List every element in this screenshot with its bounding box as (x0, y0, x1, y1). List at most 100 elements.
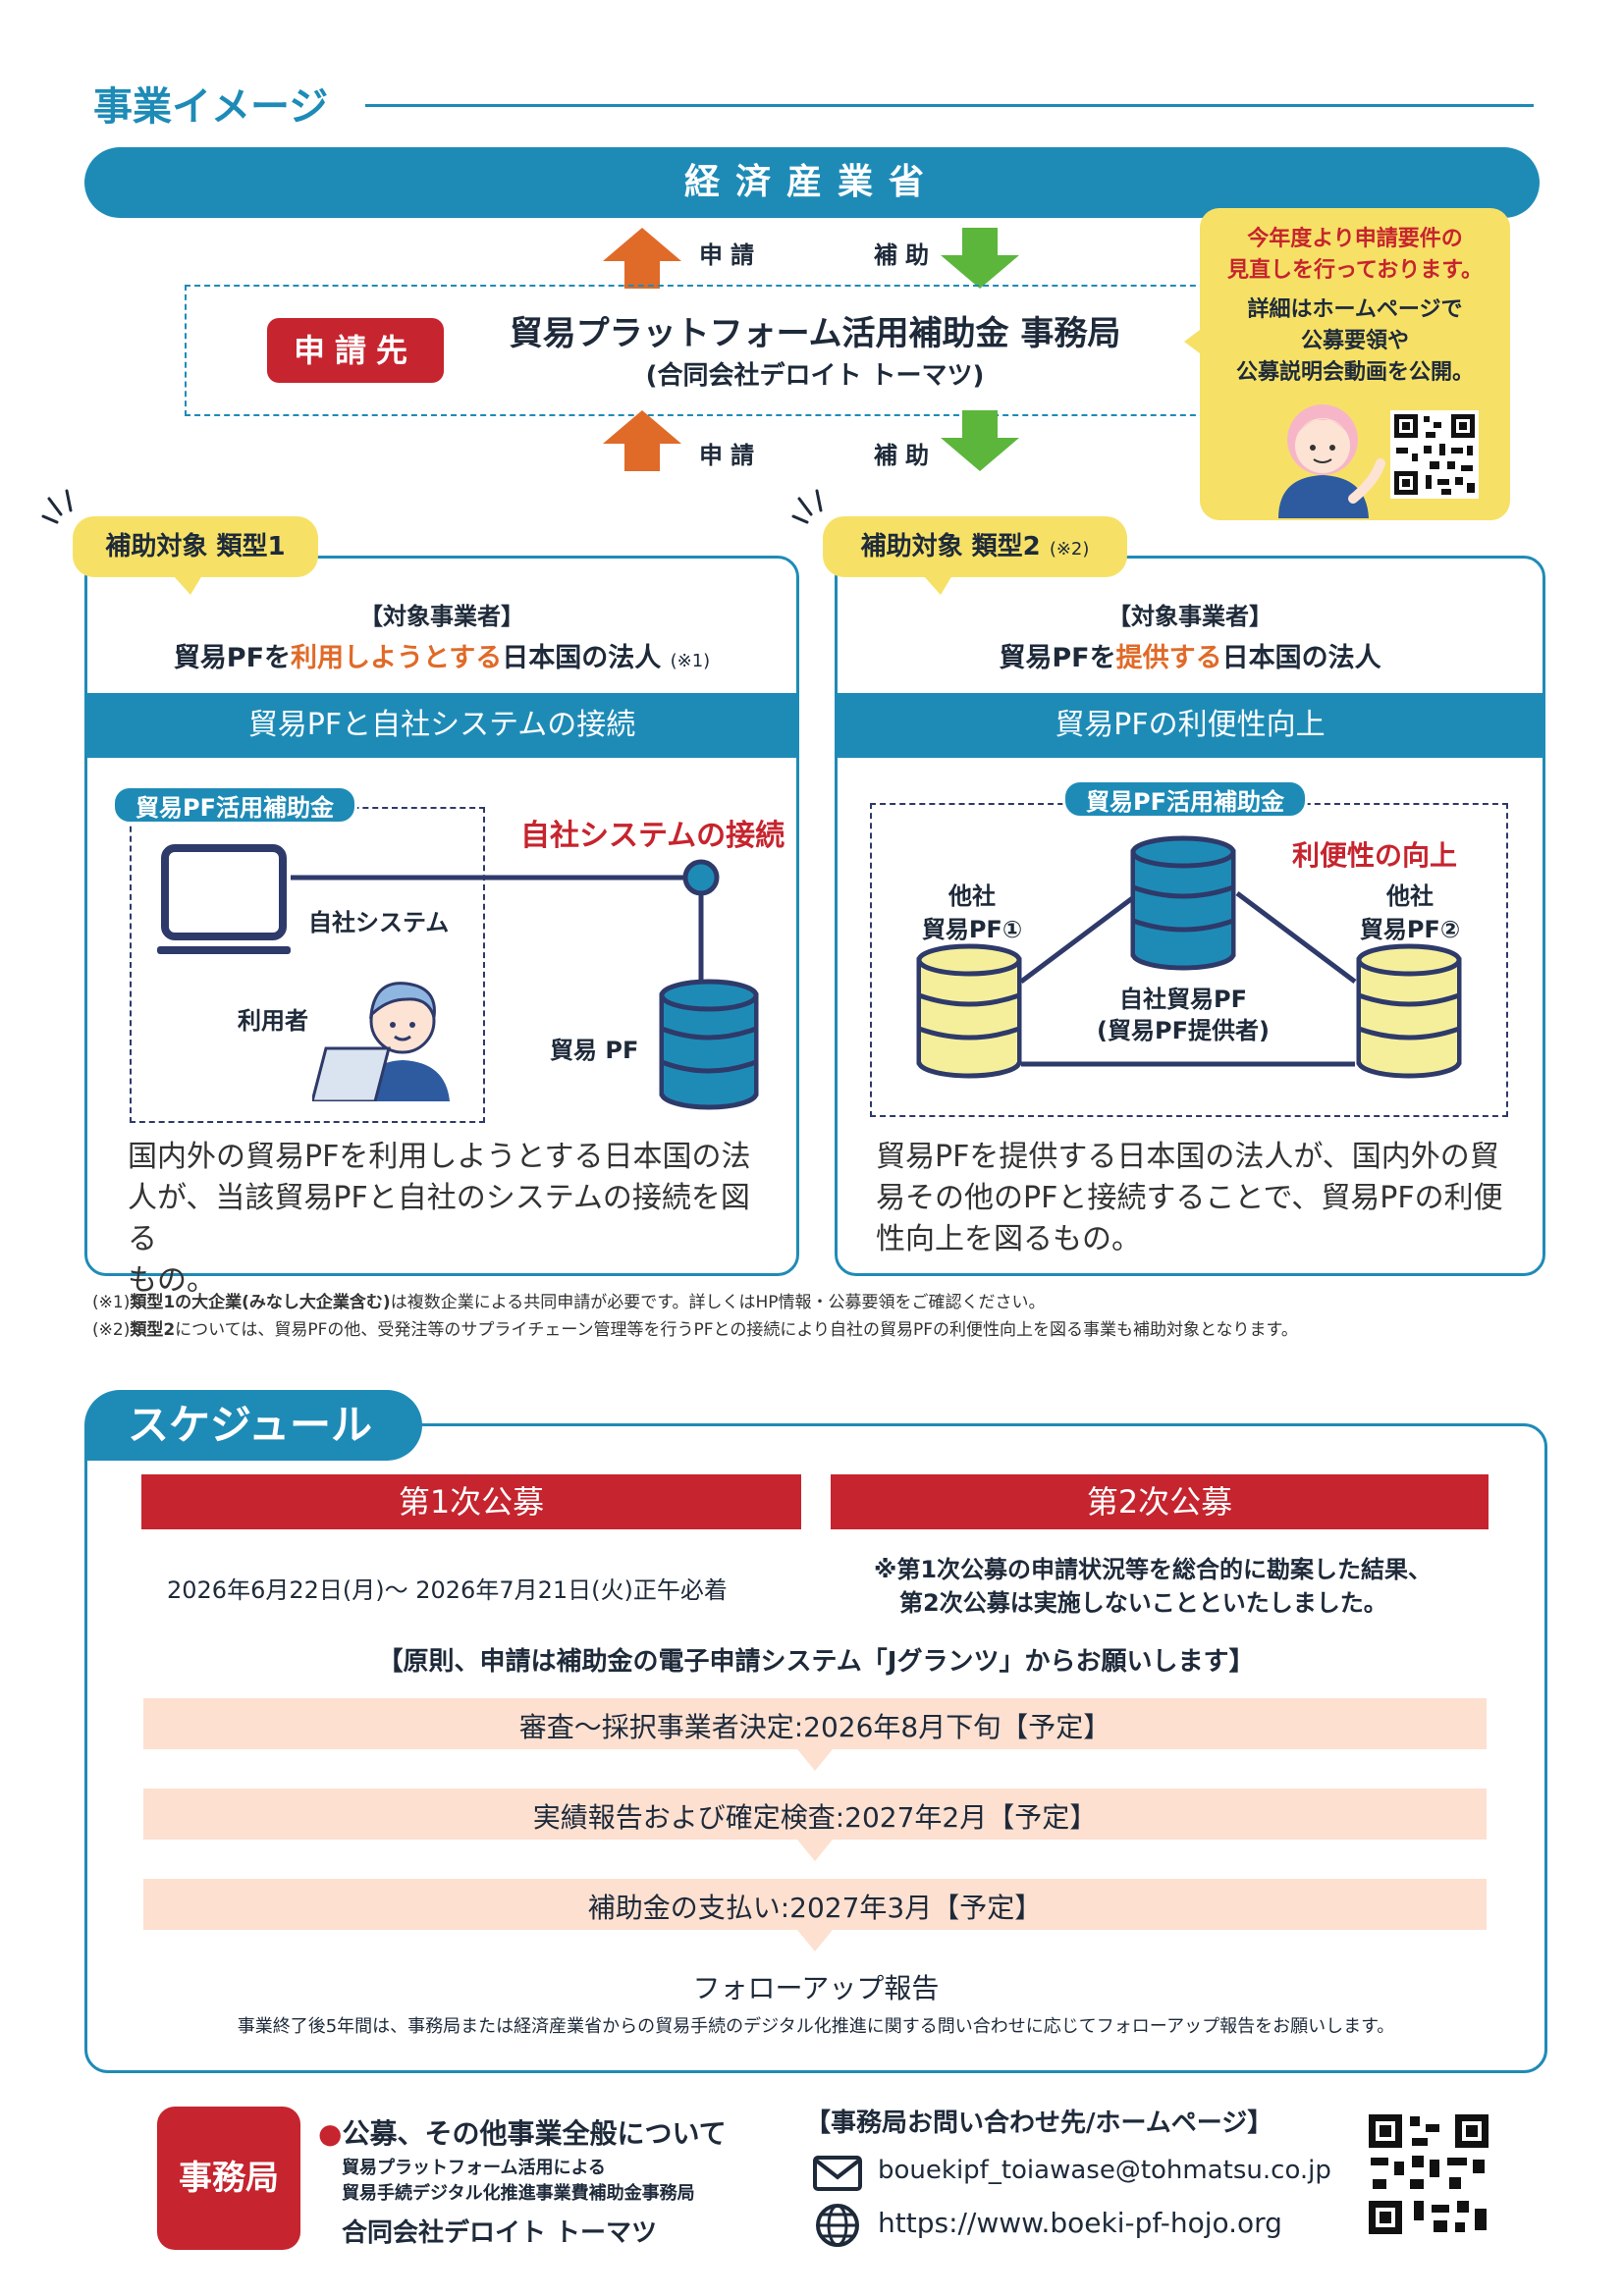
notice-line-5: 公募説明会動画を公開。 (1235, 360, 1474, 385)
apply-label-top: 申請 (699, 241, 762, 269)
type1-heading: 貿易PFと自社システムの接続 (87, 693, 796, 758)
round2-note-line-1: ※第1次公募の申請状況等を総合的に勘案した結果、 (874, 1556, 1433, 1583)
type1-target-post: 日本国の法人 (502, 643, 662, 673)
type2-target-post: 日本国の法人 (1221, 643, 1381, 673)
footer-company: 合同会社デロイト トーマツ (342, 2218, 658, 2248)
other-pf-1-label-b: 貿易PF① (921, 916, 1023, 943)
type2-connection-diagram (1019, 891, 1357, 1067)
footer-org-line-1: 貿易プラットフォーム活用による (342, 2158, 606, 2178)
type1-target-pre: 貿易PFを (173, 643, 292, 673)
type2-tag-text: 補助対象 類型2 (860, 532, 1041, 561)
step-2-text: 実績報告および確定検査:2027年2月【予定】 (532, 1801, 1098, 1834)
round1-period: 2026年6月22日(月)〜 2026年7月21日(火)正午必着 (167, 1576, 728, 1604)
applicant-badge: 申請先 (267, 318, 444, 383)
own-system-label: 自社システム (308, 909, 450, 936)
type1-pf-pill: 貿易PF活用補助金 (112, 785, 357, 825)
notice-line-1: 今年度より申請要件の (1247, 227, 1463, 251)
section-title: 事業イメージ (93, 84, 329, 130)
type1-desc-line-2: 人が、当該貿易PFと自社のシステムの接続を図る (128, 1181, 750, 1256)
type2-tag: 補助対象 類型2 (※2) (823, 516, 1127, 577)
footnote-1: (※1)類型1の大企業(みなし大企業含む)は複数企業による共同申請が必要です。詳… (92, 1288, 1555, 1312)
subsidy-label-bottom: 補助 (874, 442, 937, 469)
section-title-rule (365, 104, 1534, 107)
type1-description: 国内外の貿易PFを利用しようとする日本国の法 人が、当該貿易PFと自社のシステム… (128, 1137, 776, 1302)
contact-title: 【事務局お問い合わせ先/ホームページ】 (805, 2109, 1273, 2138)
type1-target-label: 【対象事業者】 (359, 603, 524, 630)
type2-tag-pointer (923, 575, 952, 595)
type1-tag: 補助対象 類型1 (73, 516, 318, 577)
type2-red-label: 利便性の向上 (1292, 839, 1458, 872)
other-pf-2-label: 他社 貿易PF② (1341, 880, 1479, 946)
other-pf-1-label-a: 他社 (948, 882, 996, 910)
footnote-2-prefix: (※2) (92, 1320, 131, 1340)
type2-target-text: 貿易PFを提供する日本国の法人 (835, 636, 1545, 674)
followup-title: フォローアップ報告 (692, 1972, 940, 2004)
qr-code-icon (1390, 410, 1479, 499)
step-1-text: 審査〜採択事業者決定:2026年8月下旬【予定】 (518, 1711, 1111, 1743)
type1-desc-line-3: もの。 (128, 1263, 216, 1298)
footer-org: 貿易プラットフォーム活用による 貿易手続デジタル化推進事業費補助金事務局 (342, 2156, 695, 2207)
followup-note: 事業終了後5年間は、事務局または経済産業省からの貿易手続のデジタル化推進に関する… (237, 2016, 1395, 2037)
emphasis-lines-icon-2 (791, 489, 823, 524)
callout-pointer (1184, 324, 1208, 359)
type1-red-label: 自社システムの接続 (520, 819, 785, 853)
type2-heading: 貿易PFの利便性向上 (838, 693, 1543, 758)
type2-desc-line-2: 易その他のPFと接続することで、貿易PFの利便 (876, 1181, 1503, 1215)
application-system-note: 【原則、申請は補助金の電子申請システム「Jグランツ」からお願いします】 (377, 1647, 1255, 1677)
ministry-banner: 経済産業省 (84, 147, 1540, 218)
mail-icon (813, 2156, 862, 2191)
contact-email-link[interactable]: bouekipf_toiawase@tohmatsu.co.jp (878, 2156, 1331, 2185)
subsidy-label-top: 補助 (874, 241, 937, 269)
step-3-text: 補助金の支払い:2027年3月【予定】 (587, 1892, 1043, 1924)
footnote-2-bold: 類型2 (130, 1320, 176, 1340)
schedule-title: スケジュール (84, 1390, 422, 1461)
footnote-2: (※2)類型2については、貿易PFの他、受発注等のサプライチェーン管理等を行うP… (92, 1315, 1555, 1340)
staff-woman-icon (1278, 404, 1385, 518)
emphasis-lines-icon (41, 489, 73, 524)
type1-panel (84, 556, 799, 1276)
round2-note-line-2: 第2次公募は実施しないことといたしました。 (899, 1589, 1387, 1617)
red-dot-icon: ● (318, 2117, 343, 2150)
type2-desc-line-1: 貿易PFを提供する日本国の法人が、国内外の貿 (876, 1140, 1499, 1174)
type1-target-note: (※1) (670, 651, 711, 671)
trade-pf-label: 貿易 PF (550, 1037, 639, 1064)
other-pf-2-label-a: 他社 (1386, 882, 1434, 910)
round1-header: 第1次公募 (141, 1474, 801, 1529)
office-badge: 事務局 (157, 2107, 300, 2250)
database-icon (659, 979, 759, 1110)
schedule-step-2: 実績報告および確定検査:2027年2月【予定】 (143, 1789, 1487, 1861)
schedule-step-1: 審査〜採択事業者決定:2026年8月下旬【予定】 (143, 1698, 1487, 1771)
arrow-down-icon (941, 228, 1019, 289)
arrow-up-icon-lower (603, 410, 681, 471)
other-pf-2-database-icon (1356, 943, 1462, 1079)
notice-line-3: 詳細はホームページで (1247, 297, 1463, 322)
type2-target-label: 【対象事業者】 (1108, 603, 1272, 630)
type2-description: 貿易PFを提供する日本国の法人が、国内外の貿 易その他のPFと接続することで、貿… (876, 1137, 1524, 1260)
footer-org-line-2: 貿易手続デジタル化推進事業費補助金事務局 (342, 2183, 695, 2204)
user-laptop-icon (312, 982, 450, 1101)
step-1-band-shape (143, 1698, 1487, 1771)
schedule-step-3: 補助金の支払い:2027年3月【予定】 (143, 1879, 1487, 1951)
type2-target-highlight: 提供する (1115, 643, 1222, 673)
type1-target-text: 貿易PFを利用しようとする日本国の法人 (※1) (84, 636, 799, 674)
type2-target-pre: 貿易PFを (999, 643, 1116, 673)
office-company: (合同会社デロイト トーマツ) (645, 361, 985, 391)
type2-desc-line-3: 性向上を図るもの。 (876, 1222, 1141, 1256)
qr-code-footer-icon (1365, 2110, 1492, 2238)
step-2-band-shape (143, 1789, 1487, 1861)
type1-tag-pointer (173, 575, 202, 595)
apply-label-bottom: 申請 (699, 442, 762, 469)
other-pf-2-label-b: 貿易PF② (1359, 916, 1461, 943)
monitor-icon (157, 844, 291, 954)
arrow-down-icon-lower (941, 410, 1019, 471)
globe-icon (816, 2204, 859, 2247)
footnote-1-bold: 類型1の大企業(みなし大企業含む) (130, 1293, 391, 1312)
user-label: 利用者 (238, 1007, 308, 1035)
office-name: 貿易プラットフォーム活用補助金 事務局 (509, 314, 1121, 353)
own-pf-label-a: 自社貿易PF (1119, 986, 1247, 1013)
round2-note: ※第1次公募の申請状況等を総合的に勘案した結果、 第2次公募は実施しないこととい… (874, 1553, 1432, 1620)
type2-tag-note: (※2) (1049, 539, 1090, 560)
homepage-link[interactable]: https://www.boeki-pf-hojo.org (878, 2207, 1282, 2239)
footer-topic-text: 公募、その他事業全般について (342, 2117, 727, 2150)
own-pf-label-b: (貿易PF提供者) (1097, 1017, 1270, 1044)
